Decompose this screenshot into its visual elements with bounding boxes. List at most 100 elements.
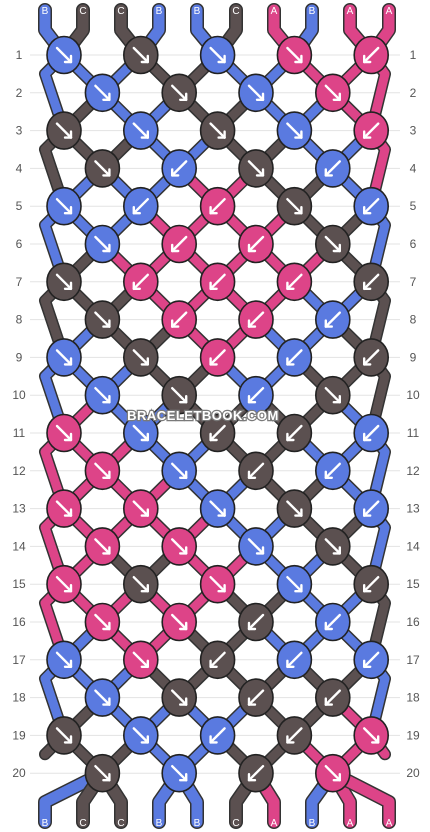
arrow-head-icon <box>255 168 265 177</box>
knot <box>199 489 236 528</box>
knot <box>238 527 274 566</box>
forward-knot-arrow-icon <box>132 46 150 64</box>
forward-knot-arrow-icon <box>94 765 111 782</box>
knot <box>84 602 121 642</box>
knot <box>238 602 274 642</box>
arrow-head-icon <box>132 205 142 215</box>
arrow-head-icon <box>371 735 380 744</box>
row-label-left: 19 <box>12 728 26 742</box>
arrow-head-icon <box>217 508 226 517</box>
arrow-head-icon <box>102 470 111 479</box>
forward-knot-arrow-icon <box>247 160 265 177</box>
knot <box>123 186 159 226</box>
forward-knot-arrow-icon <box>170 84 188 102</box>
knot <box>123 35 159 75</box>
strand-label-bottom: B <box>309 818 316 829</box>
forward-knot-arrow-icon <box>286 576 303 593</box>
knot <box>238 451 274 491</box>
row-label-right: 6 <box>410 237 417 251</box>
arrow-head-icon <box>140 735 150 744</box>
forward-knot-arrow-icon <box>94 387 111 404</box>
knot <box>123 564 159 604</box>
arrow-head-icon <box>209 205 218 215</box>
arrow-head-icon <box>102 92 111 102</box>
knot <box>199 35 236 75</box>
arrow-head-icon <box>140 130 150 139</box>
knot <box>123 716 159 755</box>
knot <box>314 602 351 642</box>
arrow-head-icon <box>217 584 226 593</box>
backward-knot-arrow-icon <box>363 122 380 139</box>
forward-knot-arrow-icon <box>94 84 111 102</box>
forward-knot-arrow-icon <box>247 84 265 102</box>
forward-knot-arrow-icon <box>286 122 303 139</box>
row-label-right: 12 <box>406 464 420 478</box>
knot <box>276 413 313 453</box>
knot <box>353 413 390 453</box>
forward-knot-arrow-icon <box>209 576 226 593</box>
arrow-head-icon <box>286 432 295 442</box>
knot <box>276 338 313 377</box>
knot <box>276 186 313 226</box>
forward-knot-arrow-icon <box>94 613 111 631</box>
knot <box>161 149 197 188</box>
knot <box>46 413 82 453</box>
arrow-head-icon <box>102 697 111 706</box>
knot <box>46 564 82 604</box>
row-label-left: 5 <box>16 199 23 213</box>
row-label-right: 7 <box>410 275 417 289</box>
arrow-head-icon <box>286 735 295 744</box>
row-label-left: 17 <box>12 653 26 667</box>
backward-knot-arrow-icon <box>132 197 150 215</box>
forward-knot-arrow-icon <box>94 689 111 706</box>
arrow-head-icon <box>178 697 188 706</box>
forward-knot-arrow-icon <box>170 538 188 555</box>
arrow-head-icon <box>217 130 226 139</box>
arrow-head-icon <box>140 432 150 442</box>
strand-label-bottom: C <box>232 818 239 829</box>
row-label-left: 11 <box>13 426 26 440</box>
arrow-head-icon <box>178 395 188 404</box>
backward-knot-arrow-icon <box>247 689 265 706</box>
arrow-head-icon <box>63 281 73 290</box>
arrow-head-icon <box>102 243 111 253</box>
knot <box>238 300 274 339</box>
backward-knot-arrow-icon <box>286 273 303 290</box>
backward-knot-arrow-icon <box>209 349 226 366</box>
forward-knot-arrow-icon <box>94 160 111 177</box>
arrow-head-icon <box>332 773 341 782</box>
forward-knot-arrow-icon <box>132 424 150 442</box>
knot <box>161 224 197 264</box>
knot <box>353 186 390 226</box>
row-label-left: 18 <box>12 691 26 705</box>
arrow-head-icon <box>294 54 303 64</box>
knot <box>46 186 82 226</box>
watermark: BRACELETBOOK.COM <box>127 408 279 423</box>
backward-knot-arrow-icon <box>247 462 265 479</box>
backward-knot-arrow-icon <box>324 160 341 177</box>
row-label-right: 3 <box>410 124 417 138</box>
knot <box>314 753 351 793</box>
forward-knot-arrow-icon <box>286 197 303 215</box>
forward-knot-arrow-icon <box>55 500 73 517</box>
forward-knot-arrow-icon <box>324 387 341 404</box>
knot <box>84 678 121 717</box>
backward-knot-arrow-icon <box>324 689 341 706</box>
knot <box>276 564 313 604</box>
strand-label-bottom: A <box>386 818 393 829</box>
arrow-head-icon <box>102 546 111 555</box>
arrow-head-icon <box>170 168 180 177</box>
knot <box>276 111 313 150</box>
row-label-right: 15 <box>406 577 420 591</box>
arrow-head-icon <box>63 508 73 517</box>
knot <box>84 753 121 793</box>
arrow-head-icon <box>209 735 218 744</box>
arrow-head-icon <box>178 92 188 102</box>
backward-knot-arrow-icon <box>363 46 380 64</box>
knot <box>314 224 351 264</box>
knot <box>276 35 313 75</box>
backward-knot-arrow-icon <box>363 349 380 366</box>
arrow-head-icon <box>178 470 188 479</box>
arrow-head-icon <box>286 281 295 290</box>
